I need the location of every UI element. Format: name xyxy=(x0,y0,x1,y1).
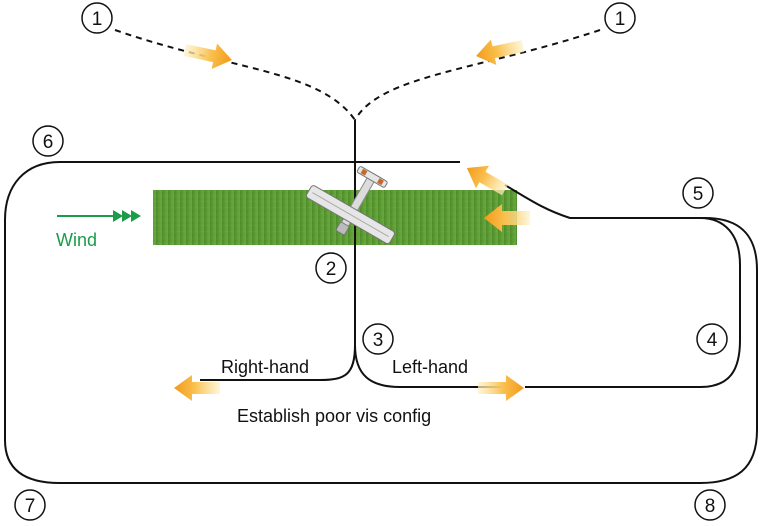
marker-2: 2 xyxy=(315,252,347,284)
svg-text:6: 6 xyxy=(43,132,54,153)
orange-arrow-icon xyxy=(484,204,530,232)
right-hand-label: Right-hand xyxy=(221,357,309,377)
svg-text:7: 7 xyxy=(25,496,36,517)
marker-7: 7 xyxy=(14,489,46,521)
svg-text:4: 4 xyxy=(707,330,718,351)
orange-arrow-icon xyxy=(174,375,220,401)
marker-5: 5 xyxy=(682,177,714,209)
marker-6: 6 xyxy=(32,125,64,157)
marker-8: 8 xyxy=(694,489,726,521)
svg-text:5: 5 xyxy=(693,184,704,205)
left-hand-label: Left-hand xyxy=(392,357,468,377)
svg-text:3: 3 xyxy=(373,330,384,351)
svg-text:8: 8 xyxy=(705,496,716,517)
markers: 1 1 2 3 4 5 6 7 xyxy=(14,2,728,521)
direction-arrows xyxy=(174,39,530,401)
svg-text:1: 1 xyxy=(92,9,103,30)
orange-arrow-icon xyxy=(466,165,508,196)
light-aircraft-icon xyxy=(306,166,395,245)
circuit-paths xyxy=(4,29,758,484)
wind-label: Wind xyxy=(56,230,97,250)
svg-text:1: 1 xyxy=(615,9,626,30)
orange-arrow-icon xyxy=(476,39,525,65)
poor-vis-label: Establish poor vis config xyxy=(237,406,431,426)
outer-circuit xyxy=(4,161,758,484)
inner-circuit xyxy=(504,184,741,388)
marker-1-left: 1 xyxy=(81,2,113,34)
arrival-path-right xyxy=(354,29,601,121)
marker-3: 3 xyxy=(362,323,394,355)
wind-arrow-icon xyxy=(57,210,141,222)
marker-4: 4 xyxy=(696,323,728,355)
svg-text:2: 2 xyxy=(326,259,337,280)
orange-arrow-icon xyxy=(183,43,232,69)
arrival-path-left xyxy=(114,29,356,121)
left-hand-path xyxy=(354,344,505,388)
orange-arrow-icon xyxy=(478,375,524,401)
marker-1-right: 1 xyxy=(604,2,636,34)
